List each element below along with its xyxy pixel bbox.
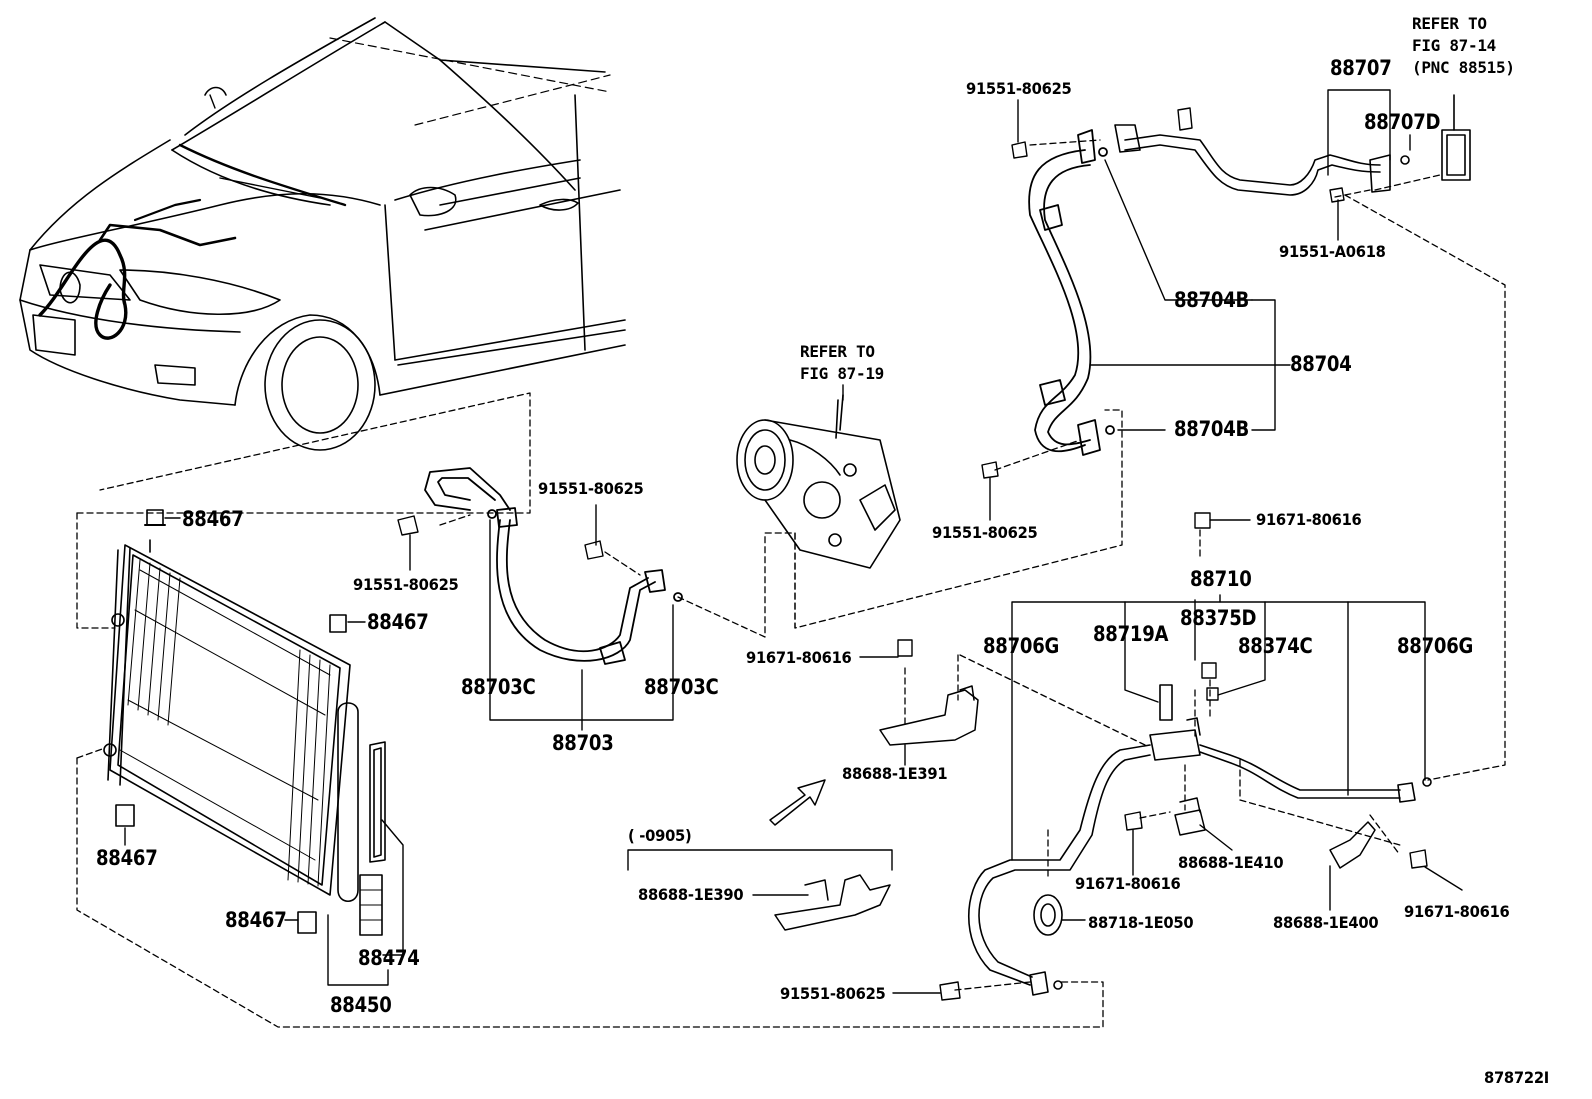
label-88704B-bottom: 88704B [1174,417,1250,441]
label-88688-1E390: 88688-1E390 [638,885,744,904]
label-91671-80616-left: 91671-80616 [746,648,852,667]
hose-88703 [424,467,683,665]
refer-valve-line1: REFER TO [1412,14,1487,33]
refer-compressor-line2: FIG 87-19 [800,364,884,383]
label-91551-80625-bottom: 91551-80625 [780,984,886,1003]
label-88688-1E400: 88688-1E400 [1273,913,1379,932]
label-91671-80616-top: 91671-80616 [1256,510,1362,529]
leader-lines [76,139,1506,1028]
label-88703C-left: 88703C [461,675,536,699]
label-88703C-right: 88703C [644,675,719,699]
label-88710: 88710 [1190,567,1252,591]
pipe-88710 [968,684,1432,996]
date-range: ( -0905) [628,826,692,845]
label-88375D: 88375D [1180,606,1257,630]
car-illustration [19,17,626,451]
label-91551-A0618: 91551-A0618 [1279,242,1386,261]
label-91551-80625-top: 91551-80625 [966,79,1072,98]
label-88474: 88474 [358,946,420,970]
label-88706G-right: 88706G [1397,634,1474,658]
label-88703: 88703 [552,731,614,755]
label-leaders [124,89,1463,994]
label-88688-1E410: 88688-1E410 [1178,853,1284,872]
label-91551-80625-mid: 91551-80625 [932,523,1038,542]
label-88706G-left: 88706G [983,634,1060,658]
hose-88704 [1028,129,1115,456]
label-88718-1E050: 88718-1E050 [1088,913,1194,932]
label-88707: 88707 [1330,56,1392,80]
label-88688-1E391: 88688-1E391 [842,764,948,783]
label-88450: 88450 [330,993,392,1017]
label-91551-80625-center: 91551-80625 [538,479,644,498]
label-91671-80616-mid: 91671-80616 [1075,874,1181,893]
label-88704B-top: 88704B [1174,288,1250,312]
label-88704: 88704 [1290,352,1352,376]
label-88719A: 88719A [1093,622,1169,646]
condenser [103,509,386,936]
refer-compressor-line1: REFER TO [800,342,875,361]
label-88467-c: 88467 [96,846,158,870]
label-88467-d: 88467 [225,908,287,932]
label-88374C: 88374C [1238,634,1313,658]
bolts [397,107,1428,1001]
brackets [769,685,1376,931]
label-88467-b: 88467 [367,610,429,634]
refer-valve-line3: (PNC 88515) [1412,58,1515,77]
compressor [736,394,901,569]
pipe-88707 [1114,94,1471,196]
label-91671-80616-right: 91671-80616 [1404,902,1510,921]
refer-valve-line2: FIG 87-14 [1412,36,1496,55]
label-91551-80625-left: 91551-80625 [353,575,459,594]
figure-id: 878722I [1484,1068,1550,1087]
label-88467-a: 88467 [182,507,244,531]
label-88707D: 88707D [1364,110,1441,134]
